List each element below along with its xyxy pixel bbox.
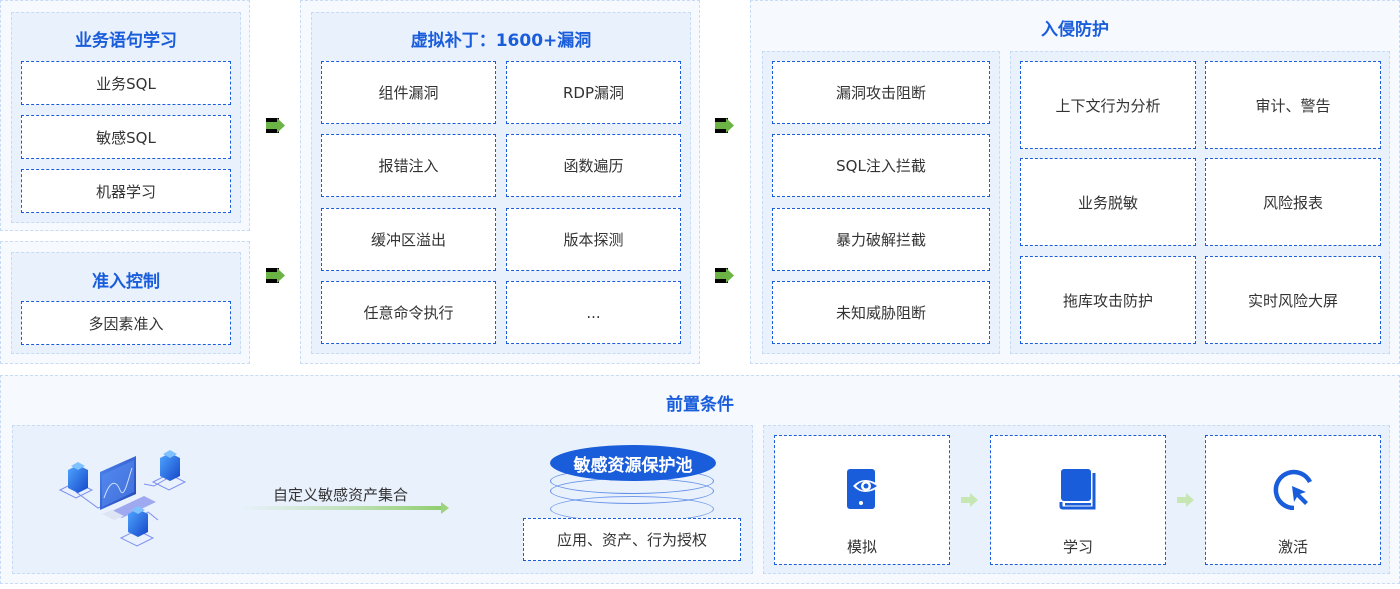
business-sql-item: 业务SQL: [21, 61, 231, 105]
book-icon: [1059, 469, 1096, 510]
unknown-threat-block-item: 未知威胁阻断: [772, 281, 990, 344]
audit-alert-item: 审计、警告: [1205, 61, 1381, 149]
version-probe-item: 版本探测: [506, 208, 681, 271]
access-control-panel: 准入控制 多因素准入: [0, 241, 250, 364]
step-learn: 学习: [990, 435, 1166, 565]
business-learning-panel: 业务语句学习 业务SQL 敏感SQL 机器学习: [0, 0, 250, 231]
green-right-arrow-icon: [266, 118, 285, 133]
green-right-arrow-icon: [266, 268, 285, 283]
access-control-title: 准入控制: [92, 272, 160, 292]
green-right-arrow-icon: [715, 268, 734, 283]
activation-steps-inner: 模拟 学习 激活: [763, 425, 1390, 574]
brute-force-block-item: 暴力破解拦截: [772, 208, 990, 271]
risk-report-item: 风险报表: [1205, 158, 1381, 246]
error-injection-item: 报错注入: [321, 134, 496, 197]
cursor-click-icon: [1273, 469, 1313, 510]
green-right-arrow-icon: [715, 118, 734, 133]
component-vuln-item: 组件漏洞: [321, 61, 496, 124]
sensitive-asset-inner: 自定义敏感资产集合 敏感资源保护池 应用、资产、行为授权: [12, 425, 753, 574]
step-activate: 激活: [1205, 435, 1381, 565]
prerequisites-title: 前置条件: [666, 395, 734, 415]
function-traversal-item: 函数遍历: [506, 134, 681, 197]
sql-injection-block-item: SQL注入拦截: [772, 134, 990, 197]
intrusion-protection-title: 入侵防护: [1041, 20, 1109, 40]
db-dump-protection-item: 拖库攻击防护: [1020, 256, 1196, 344]
machine-learning-item: 机器学习: [21, 169, 231, 213]
realtime-risk-screen-item: 实时风险大屏: [1205, 256, 1381, 344]
step-simulate-label: 模拟: [846, 538, 877, 556]
virtual-patch-inner: 虚拟补丁：1600+漏洞 组件漏洞 RDP漏洞 报错注入 函数遍历 缓冲区溢出 …: [311, 12, 691, 354]
arbitrary-command-item: 任意命令执行: [321, 281, 496, 344]
access-control-inner: 准入控制 多因素准入: [11, 252, 241, 354]
business-masking-item: 业务脱敏: [1020, 158, 1196, 246]
intrusion-right-inner: 上下文行为分析 审计、警告 业务脱敏 风险报表 拖库攻击防护 实时风险大屏: [1010, 51, 1390, 354]
step-learn-label: 学习: [1062, 538, 1093, 556]
vuln-attack-block-item: 漏洞攻击阻断: [772, 61, 990, 124]
buffer-overflow-item: 缓冲区溢出: [321, 208, 496, 271]
step-simulate: 模拟: [774, 435, 950, 565]
context-behavior-analysis-item: 上下文行为分析: [1020, 61, 1196, 149]
more-item: ...: [506, 281, 681, 344]
light-green-arrow-icon: [961, 493, 978, 507]
sensitive-resource-pool-title: 敏感资源保护池: [550, 445, 716, 481]
prerequisites-panel: 前置条件: [0, 375, 1400, 584]
phone-eye-icon: [847, 469, 881, 509]
light-green-arrow-icon: [1177, 493, 1194, 507]
sensitive-sql-item: 敏感SQL: [21, 115, 231, 159]
step-activate-label: 激活: [1277, 538, 1308, 556]
network-computer-illustration: [58, 450, 187, 547]
intrusion-protection-panel: 入侵防护 漏洞攻击阻断 SQL注入拦截 暴力破解拦截 未知威胁阻断 上下文行为分…: [750, 0, 1400, 364]
intrusion-left-inner: 漏洞攻击阻断 SQL注入拦截 暴力破解拦截 未知威胁阻断: [762, 51, 1000, 354]
business-learning-inner: 业务语句学习 业务SQL 敏感SQL 机器学习: [11, 12, 241, 223]
rdp-vuln-item: RDP漏洞: [506, 61, 681, 124]
custom-asset-set-label: 自定义敏感资产集合: [273, 486, 409, 504]
virtual-patch-panel: 虚拟补丁：1600+漏洞 组件漏洞 RDP漏洞 报错注入 函数遍历 缓冲区溢出 …: [300, 0, 700, 364]
gradient-right-arrow-icon: [238, 502, 449, 514]
authorization-item: 应用、资产、行为授权: [523, 518, 741, 561]
business-learning-title: 业务语句学习: [75, 31, 177, 51]
virtual-patch-title: 虚拟补丁：1600+漏洞: [410, 31, 592, 51]
multi-factor-access-item: 多因素准入: [21, 301, 231, 345]
